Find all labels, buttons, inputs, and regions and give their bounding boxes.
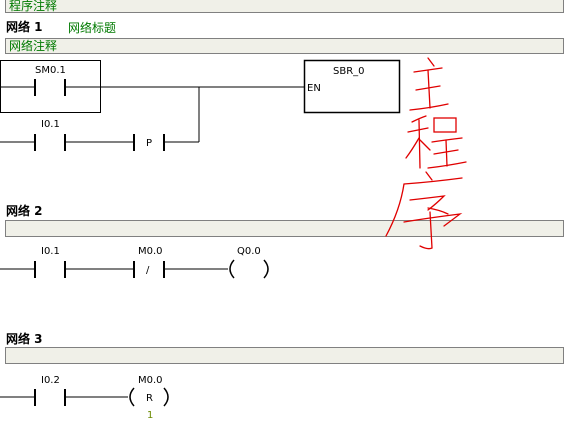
coil-m0-0-label[interactable]: M0.0 — [138, 375, 163, 386]
contact-sm0-1-label[interactable]: SM0.1 — [35, 65, 66, 76]
negated-contact-symbol: / — [146, 265, 150, 276]
network-1-title[interactable]: 网络标题 — [68, 21, 117, 35]
network-1-comment-bar[interactable]: 网络注释 — [5, 38, 564, 54]
program-comment-text: 程序注释 — [9, 0, 58, 13]
handwritten-annotation — [385, 57, 467, 250]
network-2-label[interactable]: 网络 2 — [6, 204, 43, 218]
network-3-rung — [0, 387, 169, 407]
contact-i0-1-n2-label[interactable]: I0.1 — [41, 246, 60, 257]
contact-p-label[interactable]: P — [146, 138, 152, 149]
reset-count[interactable]: 1 — [147, 410, 153, 421]
network-1-rung — [0, 59, 401, 151]
network-1-label[interactable]: 网络 1 — [6, 20, 43, 34]
contact-i0-1-label[interactable]: I0.1 — [41, 119, 60, 130]
network-2-rung — [0, 259, 269, 279]
network-3-label[interactable]: 网络 3 — [6, 332, 43, 346]
reset-coil-symbol: R — [146, 393, 153, 404]
network-1-comment-text: 网络注释 — [9, 39, 58, 53]
sbr-0-box-title[interactable]: SBR_0 — [333, 66, 365, 77]
contact-i0-2-label[interactable]: I0.2 — [41, 375, 60, 386]
coil-q0-0-label[interactable]: Q0.0 — [237, 246, 261, 257]
sbr-0-en-label: EN — [307, 83, 321, 94]
program-comment-bar[interactable]: 程序注释 — [5, 0, 564, 13]
contact-m0-0-label[interactable]: M0.0 — [138, 246, 163, 257]
